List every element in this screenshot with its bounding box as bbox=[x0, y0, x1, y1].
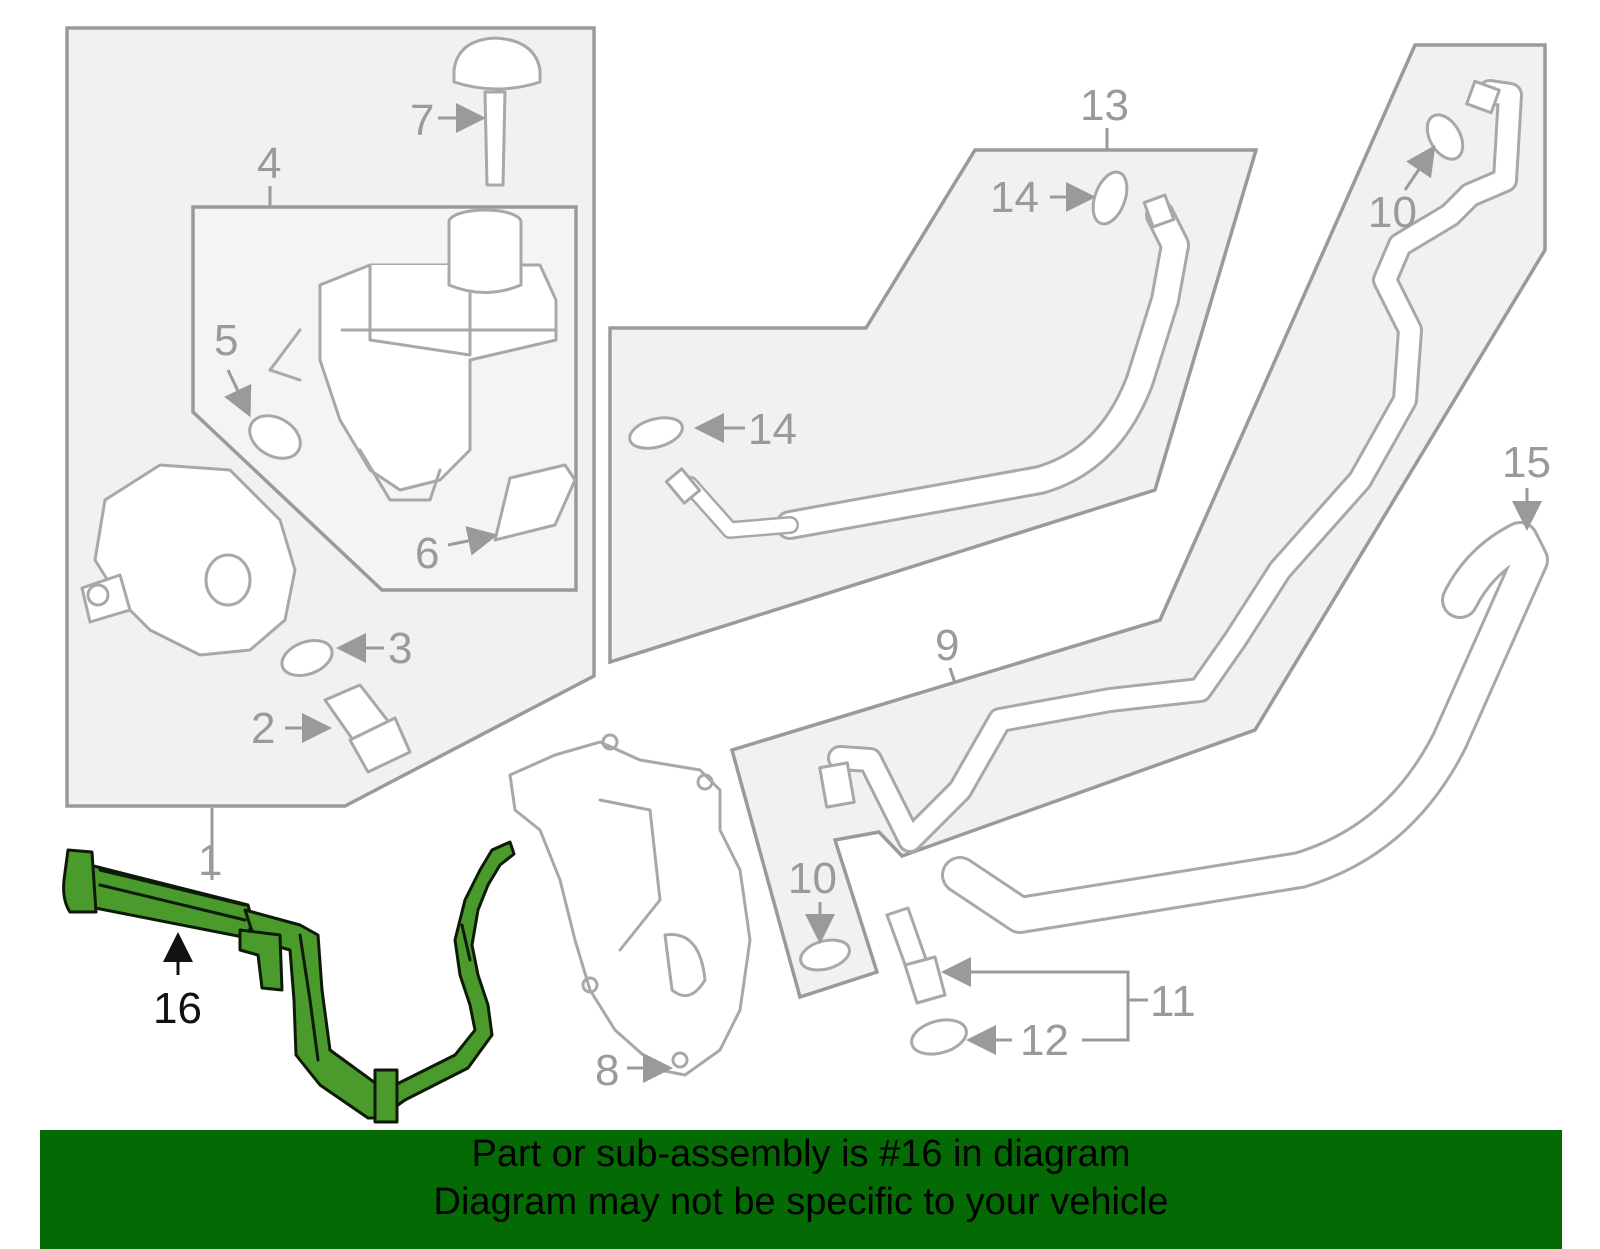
hose-15 bbox=[941, 521, 1549, 934]
o-ring-3 bbox=[280, 639, 334, 677]
leader-11a bbox=[941, 957, 1130, 1000]
reservoir-cap bbox=[452, 36, 542, 187]
o-ring-14-lower bbox=[628, 416, 684, 450]
callout-6: 6 bbox=[415, 529, 439, 578]
o-ring-12 bbox=[910, 1018, 968, 1056]
callout-13: 13 bbox=[1080, 81, 1129, 130]
callout-15: 15 bbox=[1502, 438, 1551, 487]
engine-bracket-8 bbox=[508, 733, 752, 1077]
pressure-hose bbox=[664, 193, 1190, 540]
leader-9 bbox=[948, 667, 957, 684]
callout-16: 16 bbox=[153, 984, 202, 1033]
callout-10-upper: 10 bbox=[1368, 188, 1417, 237]
cooler-line-assembly-16 bbox=[62, 840, 516, 1124]
callout-8: 8 bbox=[595, 1046, 619, 1095]
callout-3: 3 bbox=[388, 624, 412, 673]
callouts: 1 2 3 4 5 6 7 8 9 10 10 11 bbox=[153, 81, 1551, 1095]
reservoir bbox=[268, 208, 558, 502]
callout-12: 12 bbox=[1020, 1016, 1069, 1065]
leader-6 bbox=[447, 526, 498, 556]
power-steering-pump bbox=[80, 463, 297, 657]
fitting-11 bbox=[885, 906, 947, 1005]
callout-4: 4 bbox=[257, 139, 281, 188]
callout-2: 2 bbox=[251, 704, 275, 753]
leader-10-upper bbox=[1403, 145, 1436, 191]
panel-pump-assembly bbox=[65, 26, 596, 808]
o-ring-10-upper bbox=[1425, 113, 1465, 161]
callout-11: 11 bbox=[1150, 977, 1196, 1026]
o-ring-5 bbox=[248, 414, 302, 460]
fitting-2 bbox=[323, 683, 412, 774]
callout-14-upper: 14 bbox=[990, 173, 1039, 222]
callout-5: 5 bbox=[214, 316, 238, 365]
leader-11b bbox=[1082, 1000, 1130, 1042]
callout-10-lower: 10 bbox=[788, 854, 837, 903]
callout-9: 9 bbox=[935, 621, 959, 670]
panel-return-line bbox=[729, 43, 1547, 1000]
banner-line-disclaimer: Diagram may not be specific to your vehi… bbox=[433, 1181, 1169, 1223]
callout-14-lower: 14 bbox=[748, 405, 797, 454]
callout-1: 1 bbox=[198, 836, 222, 885]
info-banner: Part or sub-assembly is #16 in diagram D… bbox=[40, 1130, 1562, 1249]
callout-7: 7 bbox=[410, 96, 434, 145]
return-line-9 bbox=[818, 79, 1523, 853]
leader-5 bbox=[224, 369, 252, 418]
banner-line-part: Part or sub-assembly is #16 in diagram bbox=[471, 1133, 1131, 1175]
